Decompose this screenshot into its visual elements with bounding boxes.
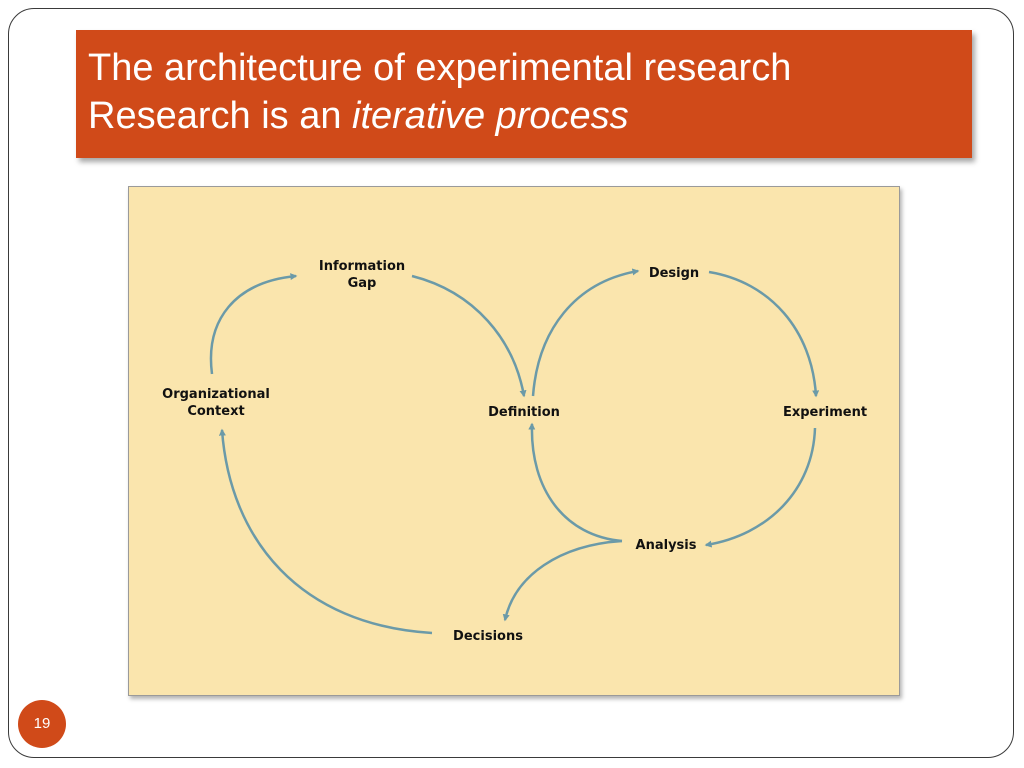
slide-title-line-1: The architecture of experimental researc… — [88, 47, 792, 89]
diagram-panel — [128, 186, 900, 696]
slide-title-emphasis: iterative process — [352, 95, 629, 137]
node-experiment: Experiment — [782, 405, 868, 420]
node-organizational-context: Organizational Context — [162, 387, 270, 419]
node-definition: Definition — [488, 405, 560, 420]
node-design: Design — [648, 266, 700, 281]
node-information-gap: Information Gap — [318, 259, 406, 291]
slide-frame — [8, 8, 1014, 758]
slide-title-prefix: Research is an — [88, 95, 353, 137]
node-analysis: Analysis — [635, 538, 697, 553]
page-number-badge: 19 — [18, 700, 66, 748]
slide-title-line-2: Research is an iterative process — [88, 92, 960, 140]
node-decisions: Decisions — [453, 629, 523, 644]
title-banner: The architecture of experimental researc… — [76, 30, 972, 158]
